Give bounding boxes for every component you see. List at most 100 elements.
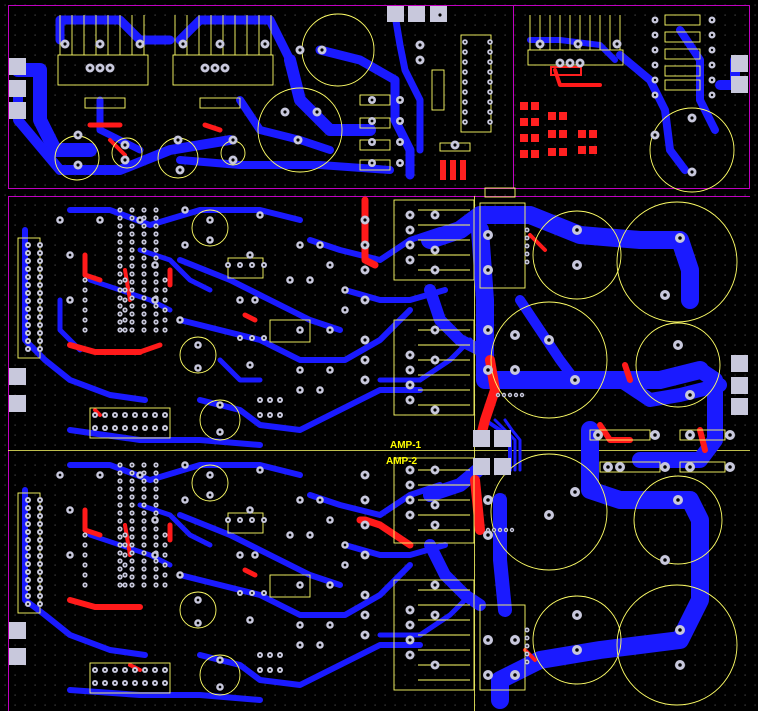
pad-drill [328,583,332,587]
pad-drill [408,228,412,232]
pad-drill [131,576,133,578]
pad-drill [258,668,262,672]
pad-drill [131,544,133,546]
pad-drill [155,241,157,243]
pad-drill [363,358,367,362]
pad-drill [131,249,133,251]
pad-drill [363,218,367,222]
pad-drill [38,594,42,598]
pad-drill [131,560,133,562]
pad-drill [343,308,347,312]
pad-drill [258,413,262,417]
pad-drill [296,138,300,142]
pad-drill [464,121,466,123]
pad-drill [710,63,714,67]
pad-drill [143,552,145,554]
pad-drill [278,413,282,417]
pad-drill [408,368,412,372]
pad-drill [486,638,490,642]
pad-drill [26,315,30,319]
pad-drill [103,426,107,430]
pad-drill [298,48,302,52]
pad-drill [131,528,133,530]
psu-board-outline [8,5,750,189]
pad-drill [489,111,491,113]
pad-drill [143,576,145,578]
pad-drill [143,520,145,522]
pad-drill [203,66,207,70]
pad-drill [489,121,491,123]
pad-drill [688,393,692,397]
pad-drill [163,413,167,417]
pad-drill [433,503,437,507]
pad-drill [433,523,437,527]
pad-drill [131,472,133,474]
pad-drill [119,297,121,299]
pad-drill [262,518,266,522]
pad-drill [26,331,30,335]
pad-drill [678,663,682,667]
pad-drill [119,225,121,227]
pad-drill [363,593,367,597]
pad-drill [103,668,107,672]
pad-drill [464,51,466,53]
pad-drill [143,217,145,219]
pad-drill [153,553,157,557]
pad-drill [143,313,145,315]
pad-drill [143,668,147,672]
pad-drill [153,681,157,685]
pad-drill [26,339,30,343]
pad-drill [38,498,42,502]
pad-drill [84,279,86,281]
pad-drill [119,209,121,211]
pad-drill [143,584,145,586]
pad-drill [155,329,157,331]
pad-drill [253,553,257,557]
top-copper-traces [67,68,708,672]
pad-drill [124,299,126,301]
pad-drill [119,281,121,283]
pad-drill [328,328,332,332]
pad-drill [68,553,72,557]
pad-drill [124,319,126,321]
pad-drill [119,560,121,562]
pad-drill [164,534,166,536]
pad-drill [155,504,157,506]
pad-drill [26,602,30,606]
pad-drill [408,513,412,517]
pad-drill [343,288,347,292]
pad-drill [486,673,490,677]
pad-drill [318,243,322,247]
pad-drill [26,506,30,510]
pad-drill [710,93,714,97]
pad-drill [208,238,212,242]
pad-drill [268,668,272,672]
pad-drill [119,273,121,275]
pad-drill [238,518,242,522]
connector-pads [9,6,748,665]
pad-drill [119,544,121,546]
pad-drill [688,465,692,469]
pad-drill [155,472,157,474]
pad-drill [164,329,166,331]
through-hole-pads [25,10,735,691]
pad-drill [143,289,145,291]
pad-drill [164,574,166,576]
pad-drill [238,591,242,595]
pad-drill [38,243,42,247]
pad-drill [328,263,332,267]
pad-drill [328,518,332,522]
pad-drill [164,279,166,281]
pad-drill [710,48,714,52]
pad-drill [124,309,126,311]
pad-drill [131,520,133,522]
pad-drill [38,570,42,574]
pad-drill [433,248,437,252]
pad-drill [298,243,302,247]
pad-drill [119,305,121,307]
pad-drill [38,307,42,311]
pad-drill [575,228,579,232]
pad-drill [262,591,266,595]
pad-drill [63,42,67,46]
pad-drill [183,498,187,502]
